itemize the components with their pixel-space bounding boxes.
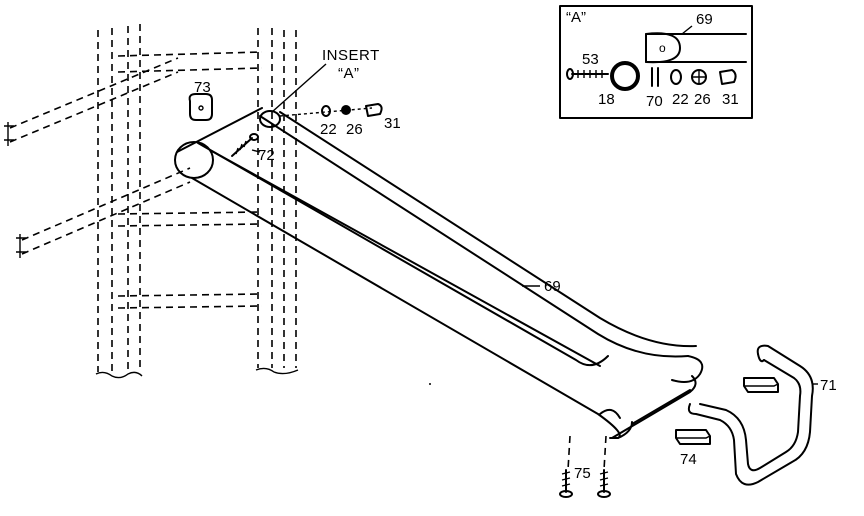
- handle-71: [687, 344, 814, 486]
- screw-72: [231, 133, 259, 157]
- label-74: 74: [680, 451, 697, 468]
- label-73: 73: [194, 79, 211, 96]
- inset-label-31: 31: [722, 91, 739, 108]
- insert-label: INSERT: [322, 47, 380, 64]
- inset-label-22: 22: [672, 91, 689, 108]
- screw-75-right: [597, 469, 611, 498]
- screw-75-left: [559, 469, 573, 498]
- play-frame: [4, 24, 299, 379]
- inset-label-70: 70: [646, 93, 663, 110]
- insert-label-a: “A”: [338, 65, 360, 82]
- inset-label-69: 69: [696, 11, 713, 28]
- label-69: 69: [544, 278, 561, 295]
- slide-69: [174, 107, 704, 439]
- label-31: 31: [384, 115, 401, 132]
- inset-label-53: 53: [582, 51, 599, 68]
- hardware-22: [321, 105, 331, 117]
- cap-74-lower: [675, 429, 711, 445]
- label-72: 72: [258, 147, 275, 164]
- label-75: 75: [574, 465, 591, 482]
- hardware-26: [341, 105, 351, 115]
- inset-title: “A”: [566, 9, 586, 26]
- label-22: 22: [320, 121, 337, 138]
- svg-text:o: o: [659, 41, 666, 55]
- bracket-73: [188, 93, 213, 121]
- label-71: 71: [820, 377, 837, 394]
- hardware-31: [365, 103, 383, 117]
- inset-label-26: 26: [694, 91, 711, 108]
- inset-a: “A” o 69 53 18 70 22 26 31: [559, 5, 753, 119]
- cap-74-upper: [743, 377, 779, 393]
- label-26: 26: [346, 121, 363, 138]
- inset-label-18: 18: [598, 91, 615, 108]
